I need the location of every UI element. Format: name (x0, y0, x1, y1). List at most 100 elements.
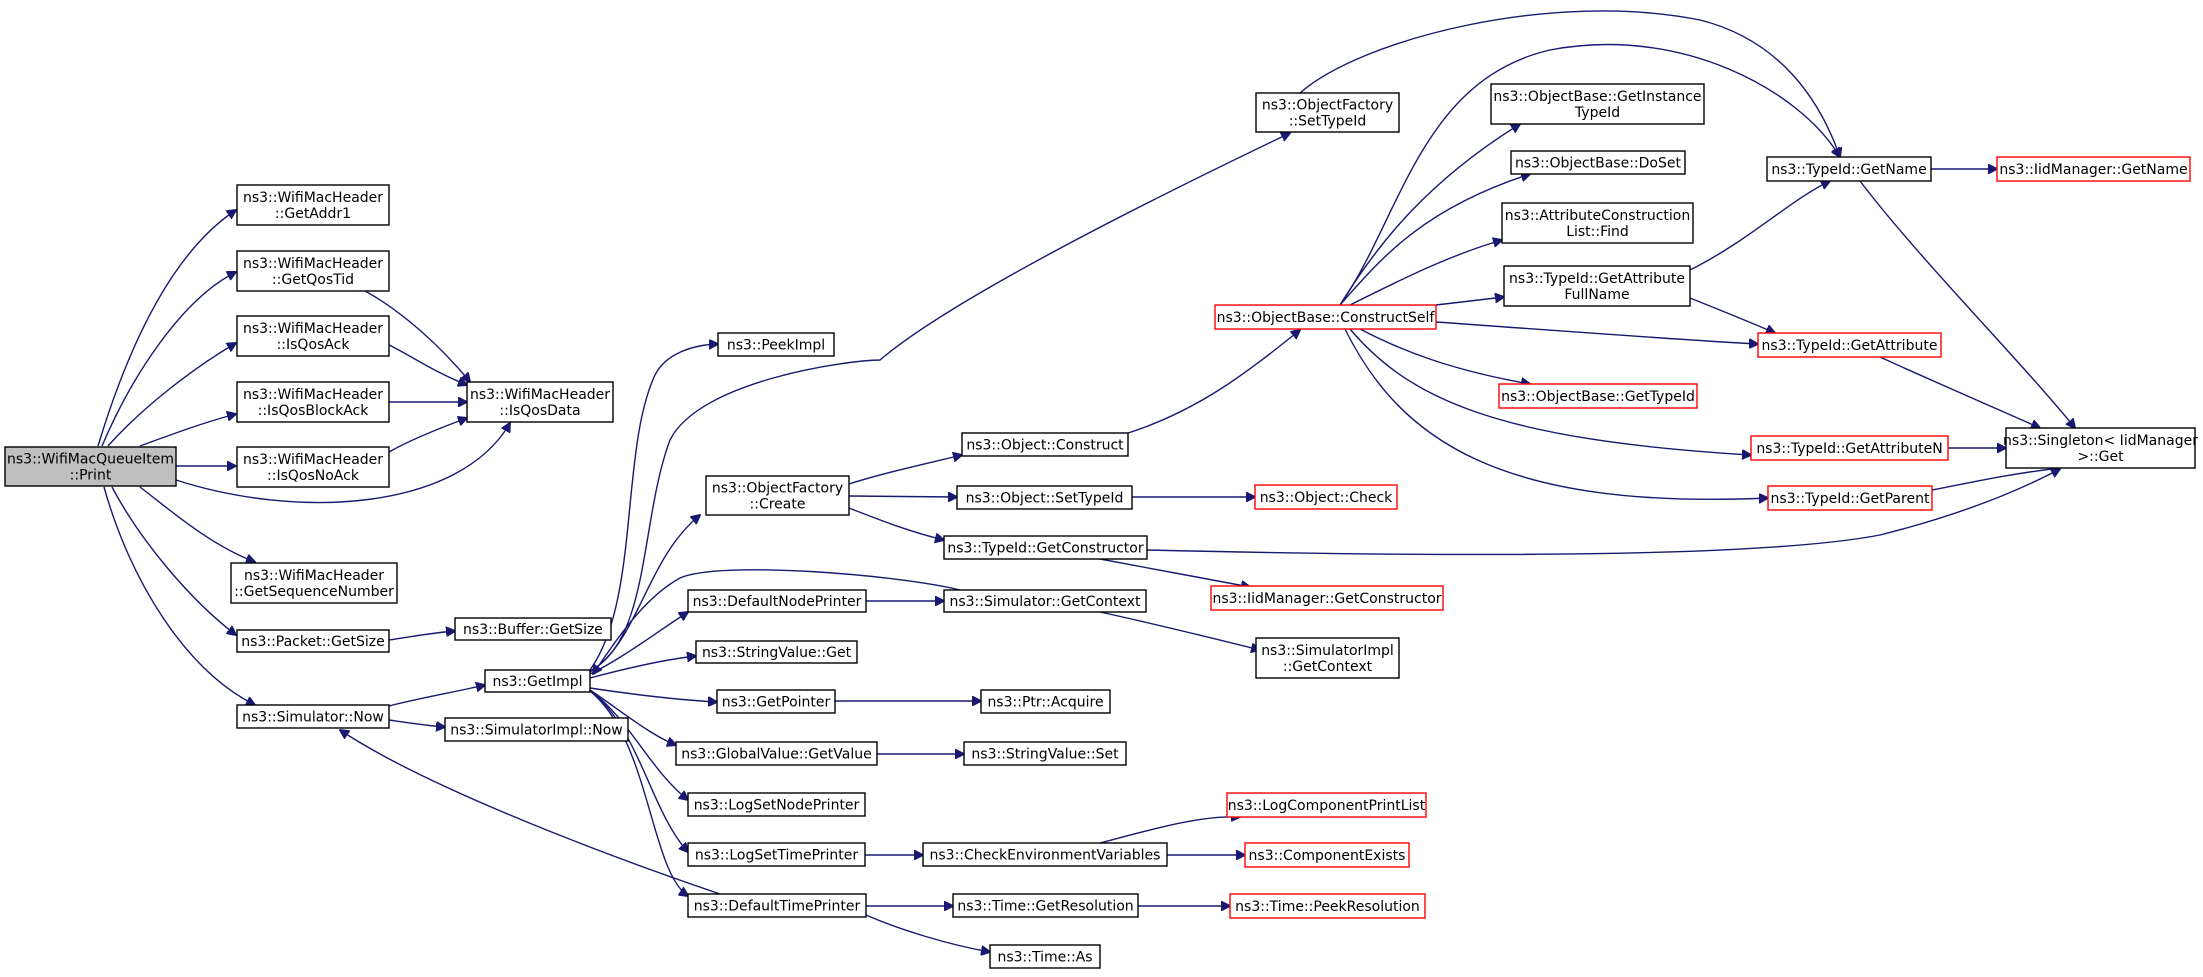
node-box[interactable] (1210, 585, 1444, 611)
node-logsetnodeprinter[interactable]: ns3::LogSetNodePrinter (687, 792, 866, 817)
node-singletonget[interactable]: ns3::Singleton< IidManager>::Get (2003, 427, 2198, 469)
node-stringvalueget[interactable]: ns3::StringValue::Get (695, 640, 858, 664)
node-buffergetsize[interactable]: ns3::Buffer::GetSize (454, 617, 612, 641)
node-box[interactable] (1255, 637, 1400, 679)
node-box[interactable] (1757, 332, 1942, 358)
node-ptracquire[interactable]: ns3::Ptr::Acquire (980, 689, 1111, 714)
node-obdoset[interactable]: ns3::ObjectBase::DoSet (1510, 150, 1686, 175)
node-box[interactable] (1766, 156, 1932, 182)
node-deftimeprinter[interactable]: ns3::DefaultTimePrinter (687, 893, 867, 918)
node-getqostid[interactable]: ns3::WifiMacHeader::GetQosTid (236, 250, 390, 292)
node-tidgetparent[interactable]: ns3::TypeId::GetParent (1767, 485, 1933, 511)
node-iidgetname[interactable]: ns3::IidManager::GetName (1996, 156, 2191, 182)
node-svset[interactable]: ns3::StringValue::Set (963, 741, 1127, 766)
node-logcompprintlist[interactable]: ns3::LogComponentPrintList (1226, 792, 1427, 818)
node-peekimpl[interactable]: ns3::PeekImpl (717, 332, 835, 357)
node-box[interactable] (2005, 427, 2196, 469)
node-timegetres[interactable]: ns3::Time::GetResolution (952, 893, 1139, 918)
node-box[interactable] (687, 792, 866, 817)
node-box[interactable] (1510, 150, 1686, 175)
node-simgetcontext[interactable]: ns3::Simulator::GetContext (943, 589, 1147, 613)
node-getseqnum[interactable]: ns3::WifiMacHeader::GetSequenceNumber (230, 562, 398, 604)
node-box[interactable] (952, 893, 1139, 918)
node-box[interactable] (716, 689, 836, 714)
node-isqosdata[interactable]: ns3::WifiMacHeader::IsQosData (466, 381, 614, 423)
node-box[interactable] (1214, 304, 1437, 330)
node-box[interactable] (963, 741, 1127, 766)
node-box[interactable] (1767, 485, 1933, 511)
node-box[interactable] (675, 741, 878, 766)
node-getimpl[interactable]: ns3::GetImpl (484, 669, 591, 693)
node-simimplnow[interactable]: ns3::SimulatorImpl::Now (444, 717, 629, 742)
node-root[interactable]: ns3::WifiMacQueueItem::Print (4, 446, 177, 487)
node-box[interactable] (466, 381, 614, 423)
node-box[interactable] (956, 485, 1133, 510)
node-box[interactable] (687, 893, 867, 918)
node-box[interactable] (236, 381, 390, 423)
node-gvgetvalue[interactable]: ns3::GlobalValue::GetValue (675, 741, 878, 766)
node-box[interactable] (705, 475, 850, 516)
node-obgettypeid[interactable]: ns3::ObjectBase::GetTypeId (1498, 383, 1698, 409)
node-box[interactable] (236, 250, 390, 292)
node-packetgetsize[interactable]: ns3::Packet::GetSize (236, 629, 390, 653)
node-tidgetattribute[interactable]: ns3::TypeId::GetAttribute (1757, 332, 1942, 358)
node-box[interactable] (943, 535, 1148, 560)
node-box[interactable] (695, 640, 858, 664)
node-box[interactable] (236, 184, 390, 226)
node-box[interactable] (1750, 435, 1949, 461)
node-box[interactable] (236, 629, 390, 653)
node-box[interactable] (943, 589, 1147, 613)
node-box[interactable] (1490, 83, 1705, 125)
node-objconstruct[interactable]: ns3::Object::Construct (961, 432, 1129, 457)
node-box[interactable] (717, 332, 835, 357)
node-getaddr1[interactable]: ns3::WifiMacHeader::GetAddr1 (236, 184, 390, 226)
node-box[interactable] (1255, 92, 1400, 133)
node-objsettypeid[interactable]: ns3::Object::SetTypeId (956, 485, 1133, 510)
node-box[interactable] (961, 432, 1129, 457)
node-tidgetconstructor[interactable]: ns3::TypeId::GetConstructor (943, 535, 1148, 560)
node-objcheck[interactable]: ns3::Object::Check (1254, 484, 1398, 510)
node-compexists[interactable]: ns3::ComponentExists (1244, 842, 1410, 868)
node-box[interactable] (1498, 383, 1698, 409)
node-getpointer[interactable]: ns3::GetPointer (716, 689, 836, 714)
node-obconstructself[interactable]: ns3::ObjectBase::ConstructSelf (1214, 304, 1437, 330)
node-box[interactable] (922, 842, 1168, 867)
node-box[interactable] (1254, 484, 1398, 510)
node-tidgetname[interactable]: ns3::TypeId::GetName (1766, 156, 1932, 182)
node-box[interactable] (454, 617, 612, 641)
node-box[interactable] (989, 944, 1101, 969)
node-timepeekres[interactable]: ns3::Time::PeekResolution (1229, 893, 1426, 919)
node-box[interactable] (4, 446, 177, 487)
node-isqosblockack[interactable]: ns3::WifiMacHeader::IsQosBlockAck (236, 381, 390, 423)
node-ofsettypeid[interactable]: ns3::ObjectFactory::SetTypeId (1255, 92, 1400, 133)
node-iidgetconstructor[interactable]: ns3::IidManager::GetConstructor (1210, 585, 1444, 611)
node-simimplgetcontext[interactable]: ns3::SimulatorImpl::GetContext (1255, 637, 1400, 679)
node-logsettimeprinter[interactable]: ns3::LogSetTimePrinter (687, 842, 866, 867)
node-isqosack[interactable]: ns3::WifiMacHeader::IsQosAck (236, 315, 390, 357)
node-box[interactable] (230, 562, 398, 604)
node-defnodeprinter[interactable]: ns3::DefaultNodePrinter (687, 589, 867, 613)
node-box[interactable] (236, 704, 390, 729)
node-box[interactable] (980, 689, 1111, 714)
node-checkenv[interactable]: ns3::CheckEnvironmentVariables (922, 842, 1168, 867)
node-box[interactable] (1244, 842, 1410, 868)
node-box[interactable] (1501, 202, 1694, 244)
node-box[interactable] (1503, 265, 1691, 307)
node-ofcreate[interactable]: ns3::ObjectFactory::Create (705, 475, 850, 516)
node-box[interactable] (687, 589, 867, 613)
node-box[interactable] (1226, 792, 1427, 818)
node-box[interactable] (1229, 893, 1426, 919)
node-tidgetattributen[interactable]: ns3::TypeId::GetAttributeN (1750, 435, 1949, 461)
node-box[interactable] (236, 446, 390, 488)
node-box[interactable] (484, 669, 591, 693)
node-box[interactable] (236, 315, 390, 357)
node-box[interactable] (687, 842, 866, 867)
node-simnow[interactable]: ns3::Simulator::Now (236, 704, 390, 729)
node-box[interactable] (1996, 156, 2191, 182)
node-isqosnoack[interactable]: ns3::WifiMacHeader::IsQosNoAck (236, 446, 390, 488)
node-timeas[interactable]: ns3::Time::As (989, 944, 1101, 969)
node-box[interactable] (444, 717, 629, 742)
